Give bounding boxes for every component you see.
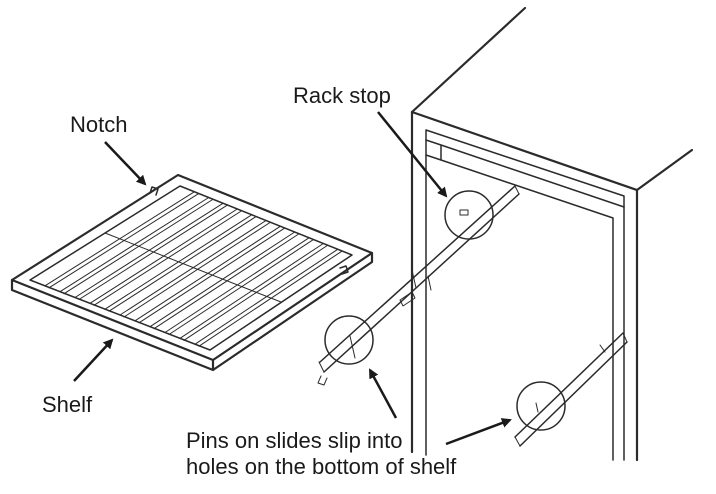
- lower-slide: [514, 332, 628, 447]
- shelf-notch-back: [149, 186, 159, 196]
- rack-stop-label: Rack stop: [293, 83, 391, 108]
- shelf-arrow: [73, 338, 114, 382]
- shelf-rails: [44, 191, 343, 347]
- callout-arrows: [73, 111, 512, 446]
- oven-front-frame-inner: [425, 129, 625, 461]
- shelf-label: Shelf: [42, 392, 93, 417]
- rack-stop-pin: [459, 209, 469, 216]
- oven-front-frame-outer: [410, 110, 639, 454]
- pins-label: Pins on slides slip into holes on the bo…: [186, 428, 456, 480]
- lower-pin-circle: [516, 381, 566, 431]
- pins-arrow-lower: [445, 418, 512, 446]
- oven-cavity: [410, 6, 694, 462]
- shelf-front-lip: [10, 251, 374, 372]
- callout-circles: [324, 190, 566, 431]
- pins-label-line-2: holes on the bottom of shelf: [186, 454, 457, 479]
- oven-outer-edge: [410, 6, 527, 114]
- shelf-notch-right: [339, 265, 349, 275]
- rack-stop-circle: [444, 190, 494, 240]
- notch-arrow: [104, 141, 147, 186]
- notch-label: Notch: [70, 112, 128, 137]
- oven-top-right-edge: [635, 148, 694, 192]
- upper-slide: [317, 185, 520, 386]
- pins-label-line-1: Pins on slides slip into: [186, 428, 403, 453]
- shelf: [10, 173, 374, 372]
- oven-top-lip: [425, 139, 625, 461]
- upper-pin-circle: [324, 315, 374, 365]
- rack-stop-arrow: [377, 111, 448, 198]
- pins-arrow-upper: [368, 368, 398, 419]
